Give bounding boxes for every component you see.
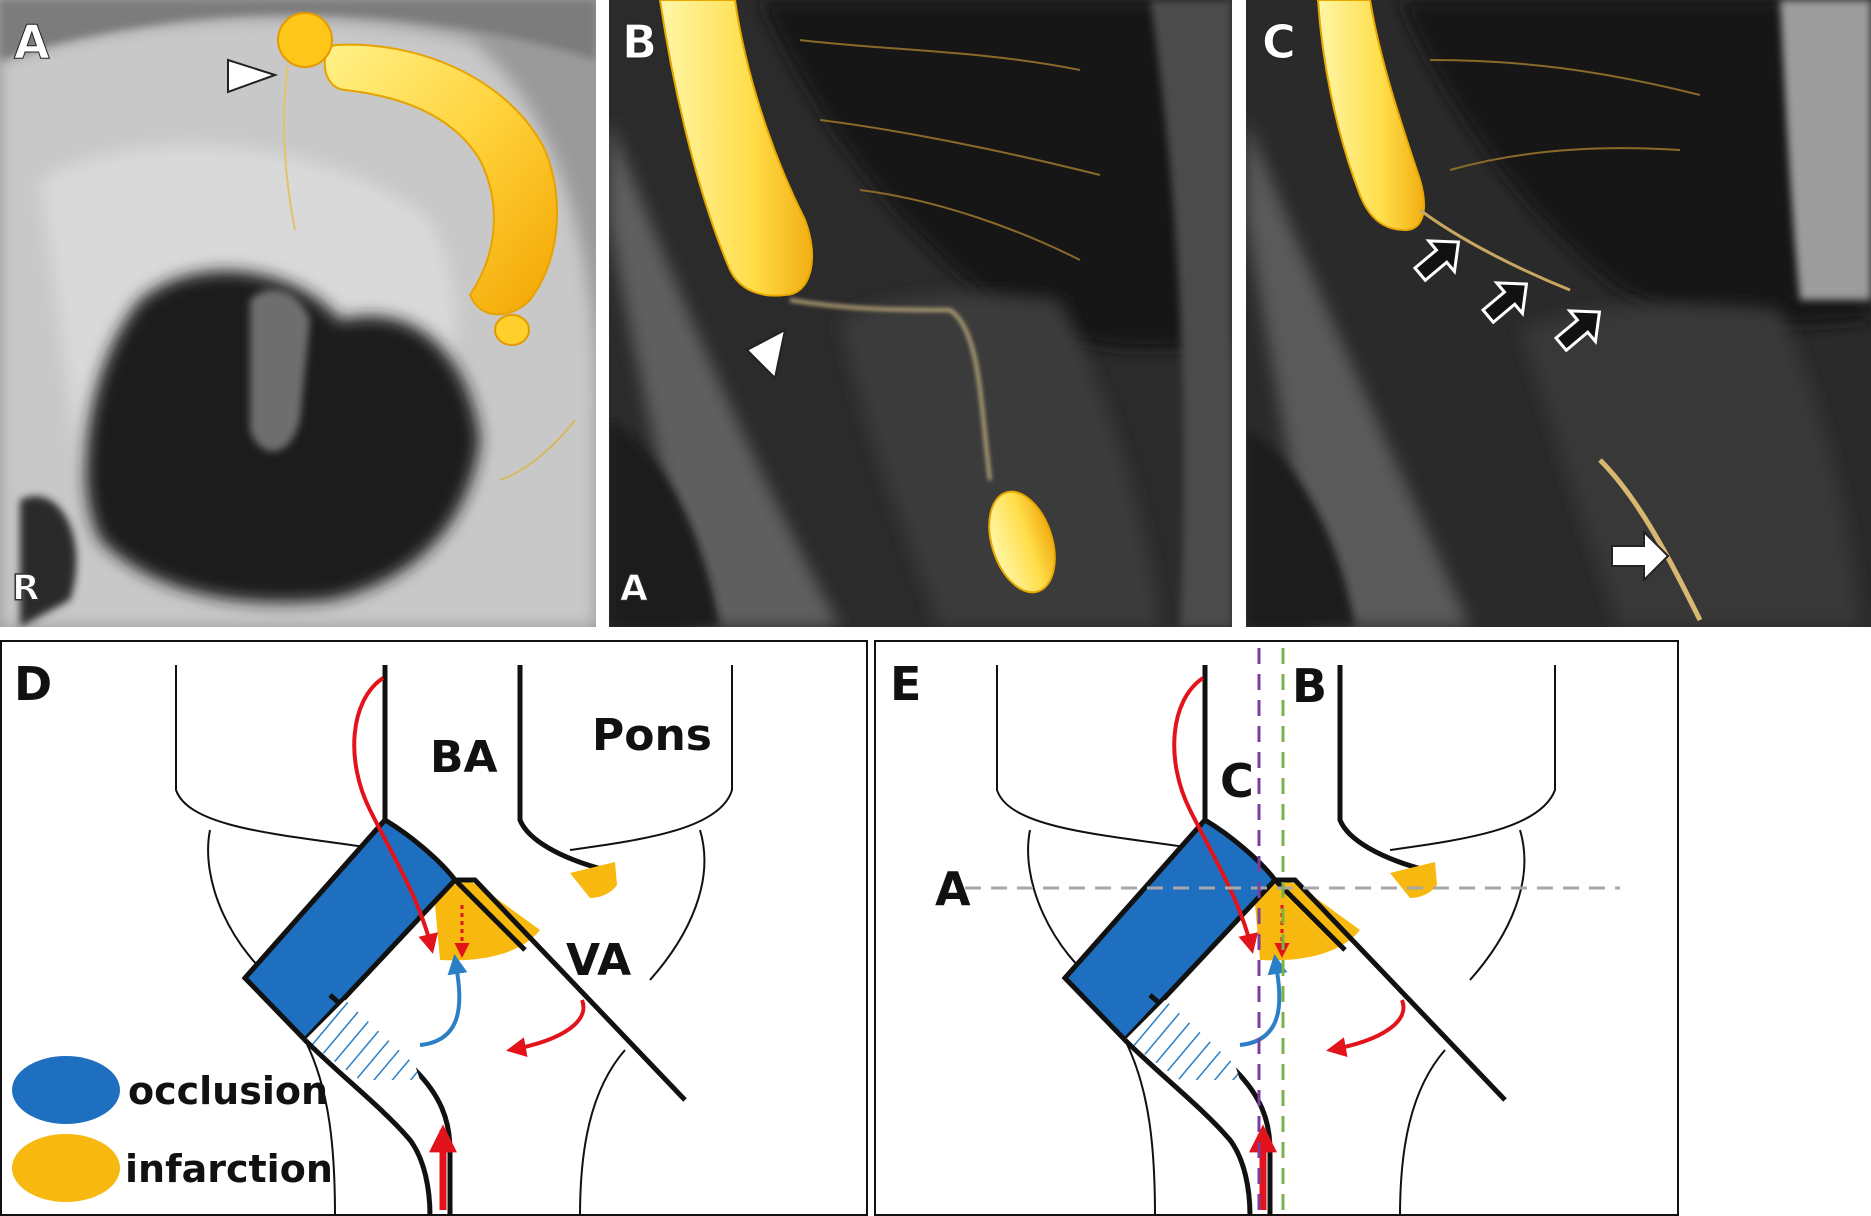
panel-b-vessel-signal <box>658 0 813 297</box>
black-arrow-marker <box>1553 309 1602 353</box>
panel-a-letter: A <box>14 15 50 69</box>
black-arrow-marker <box>1480 281 1529 325</box>
panel-b-vessel-dot <box>988 490 1056 594</box>
panel-b-orientation-label: A <box>620 568 648 609</box>
panel-c-vessel-signal <box>1316 0 1425 232</box>
legend-label-infarction: infarction <box>125 1147 333 1191</box>
black-arrow-marker <box>1412 239 1461 283</box>
panel-c-sagittal-image: C <box>1246 0 1871 627</box>
white-arrowhead-marker <box>745 328 787 381</box>
legend-swatch-infarction <box>12 1134 120 1202</box>
white-arrowhead-marker <box>227 58 279 94</box>
infarction-region <box>1390 862 1437 898</box>
panel-a-vessel-signal <box>323 43 558 316</box>
panel-a-axial-image: A R <box>0 0 596 627</box>
pons-label: Pons <box>592 710 712 761</box>
legend: occlusion infarction <box>12 1056 333 1202</box>
legend-swatch-occlusion <box>12 1056 120 1124</box>
panel-d-letter: D <box>14 657 52 711</box>
panel-a-vessel-dot <box>277 12 333 68</box>
white-arrow-marker <box>1611 529 1670 583</box>
ba-label: BA <box>430 732 498 783</box>
plane-b-label: B <box>1292 659 1327 713</box>
collateral-flow-arrow <box>419 954 468 1047</box>
panel-a-vessel-dot <box>494 314 530 346</box>
panel-e-schematic: E A B C <box>874 640 1679 1216</box>
panel-b-letter: B <box>622 15 657 69</box>
plane-c-label: C <box>1220 754 1254 808</box>
legend-label-occlusion: occlusion <box>128 1069 328 1113</box>
va-label: VA <box>566 935 631 986</box>
antegrade-flow-arrow <box>352 676 438 954</box>
panel-c-letter: C <box>1262 15 1296 69</box>
infarction-region <box>570 862 617 898</box>
panel-b-sagittal-image: B A <box>609 0 1232 627</box>
panel-e-letter: E <box>890 657 921 711</box>
plane-a-label: A <box>935 862 971 916</box>
panel-d-schematic: D BA Pons VA occlusion infarction <box>0 640 868 1216</box>
panel-a-orientation-label: R <box>12 568 40 609</box>
